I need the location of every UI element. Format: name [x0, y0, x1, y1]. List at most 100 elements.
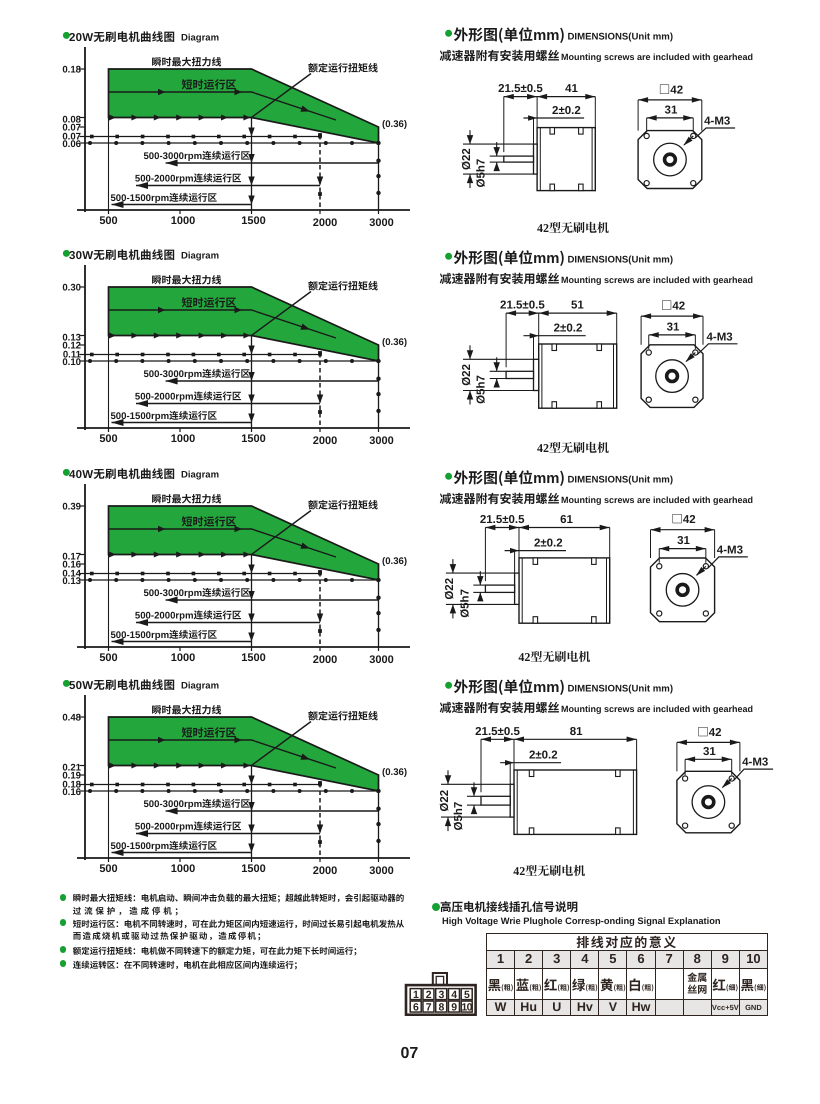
- svg-text:1500: 1500: [241, 863, 265, 875]
- svg-text:Diagram: Diagram: [181, 681, 219, 692]
- svg-text:9: 9: [451, 1001, 457, 1013]
- svg-text:□42: □42: [671, 511, 695, 527]
- svg-text:外形图(单位mm): 外形图(单位mm): [454, 24, 566, 45]
- svg-text:(0.36): (0.36): [382, 556, 407, 567]
- svg-text:瞬时最大扭力线: 瞬时最大扭力线: [152, 54, 222, 69]
- svg-text:7: 7: [426, 1001, 432, 1013]
- svg-text:短时运行区: 短时运行区: [182, 725, 237, 741]
- svg-text:1000: 1000: [171, 652, 195, 664]
- svg-text:81: 81: [570, 723, 583, 739]
- svg-text:500-2000rpm连续运行区: 500-2000rpm连续运行区: [135, 171, 242, 185]
- svg-text:31: 31: [665, 101, 678, 117]
- svg-text:500: 500: [99, 652, 117, 664]
- svg-text:减速器附有安装用螺丝: 减速器附有安装用螺丝: [440, 699, 560, 716]
- svg-text:0.17: 0.17: [62, 551, 81, 562]
- svg-text:Ø5h7: Ø5h7: [450, 802, 466, 831]
- svg-text:0.08: 0.08: [62, 114, 81, 125]
- svg-text:31: 31: [703, 743, 716, 759]
- svg-text:Ø5h7: Ø5h7: [473, 375, 489, 404]
- svg-text:2000: 2000: [313, 435, 337, 447]
- svg-text:4-M3: 4-M3: [717, 541, 743, 557]
- svg-text:0.10: 0.10: [62, 357, 81, 368]
- svg-text:500-1500rpm连续运行区: 500-1500rpm连续运行区: [110, 627, 217, 641]
- svg-text:500-1500rpm连续运行区: 500-1500rpm连续运行区: [110, 838, 217, 852]
- svg-text:DIMENSIONS(Unit mm): DIMENSIONS(Unit mm): [568, 475, 674, 486]
- svg-text:500-1500rpm连续运行区: 500-1500rpm连续运行区: [110, 408, 217, 422]
- svg-text:Diagram: Diagram: [181, 251, 219, 262]
- svg-text:Ø5h7: Ø5h7: [456, 589, 472, 618]
- svg-text:31: 31: [677, 532, 690, 548]
- svg-text:额定运行扭矩线: 额定运行扭矩线: [308, 278, 378, 293]
- svg-text:3000: 3000: [369, 865, 393, 877]
- svg-text:□42: □42: [697, 724, 721, 740]
- svg-text:6: 6: [413, 1001, 419, 1013]
- svg-text:50W无刷电机曲线图: 50W无刷电机曲线图: [69, 677, 175, 693]
- svg-text:Mounting screws are included w: Mounting screws are included with gearhe…: [561, 704, 753, 714]
- svg-text:1: 1: [413, 989, 419, 1001]
- svg-text:40W无刷电机曲线图: 40W无刷电机曲线图: [69, 466, 175, 482]
- svg-text:额定运行扭矩线: 额定运行扭矩线: [308, 497, 378, 512]
- svg-text:0.14: 0.14: [62, 569, 81, 580]
- svg-text:0.12: 0.12: [62, 340, 81, 351]
- svg-text:(0.36): (0.36): [382, 119, 407, 130]
- svg-text:□42: □42: [661, 298, 685, 314]
- svg-text:10: 10: [461, 1001, 472, 1013]
- svg-text:3000: 3000: [369, 435, 393, 447]
- svg-text:DIMENSIONS(Unit mm): DIMENSIONS(Unit mm): [568, 32, 674, 43]
- svg-text:500-3000rpm连续运行区: 500-3000rpm连续运行区: [143, 796, 250, 810]
- svg-text:额定运行扭矩线: 额定运行扭矩线: [308, 708, 378, 723]
- svg-text:2±0.2: 2±0.2: [552, 102, 581, 118]
- svg-text:500-3000rpm连续运行区: 500-3000rpm连续运行区: [143, 585, 250, 599]
- svg-text:5: 5: [464, 989, 470, 1001]
- svg-text:2000: 2000: [313, 654, 337, 666]
- svg-text:42型无刷电机: 42型无刷电机: [513, 862, 585, 879]
- svg-text:3000: 3000: [369, 654, 393, 666]
- svg-text:3000: 3000: [369, 217, 393, 229]
- svg-text:Mounting screws are included w: Mounting screws are included with gearhe…: [561, 275, 753, 285]
- svg-text:1000: 1000: [171, 863, 195, 875]
- svg-text:4-M3: 4-M3: [742, 754, 768, 770]
- svg-text:减速器附有安装用螺丝: 减速器附有安装用螺丝: [440, 270, 560, 287]
- svg-text:500-2000rpm连续运行区: 500-2000rpm连续运行区: [135, 819, 242, 833]
- svg-text:Ø22: Ø22: [458, 364, 474, 386]
- svg-text:外形图(单位mm): 外形图(单位mm): [454, 676, 566, 697]
- svg-text:0.18: 0.18: [62, 780, 81, 791]
- svg-text:31: 31: [667, 318, 680, 334]
- svg-text:2000: 2000: [313, 217, 337, 229]
- svg-text:1500: 1500: [241, 652, 265, 664]
- svg-text:0.13: 0.13: [62, 576, 81, 587]
- svg-text:DIMENSIONS(Unit mm): DIMENSIONS(Unit mm): [568, 255, 674, 266]
- svg-text:2000: 2000: [313, 865, 337, 877]
- svg-text:瞬时最大扭力线: 瞬时最大扭力线: [152, 272, 222, 287]
- svg-text:2±0.2: 2±0.2: [529, 747, 558, 763]
- svg-text:额定运行扭矩线: 额定运行扭矩线: [308, 60, 378, 75]
- svg-text:外形图(单位mm): 外形图(单位mm): [454, 467, 566, 488]
- svg-text:0.30: 0.30: [62, 282, 81, 293]
- svg-text:4: 4: [451, 989, 457, 1001]
- svg-text:21.5±0.5: 21.5±0.5: [498, 80, 543, 96]
- svg-text:(0.36): (0.36): [382, 767, 407, 778]
- svg-text:□42: □42: [659, 81, 683, 97]
- svg-text:0.07: 0.07: [62, 132, 81, 143]
- svg-text:短时运行区: 短时运行区: [182, 514, 237, 530]
- svg-text:0.21: 0.21: [62, 762, 81, 773]
- svg-text:0.39: 0.39: [62, 501, 81, 512]
- svg-text:2±0.2: 2±0.2: [534, 535, 563, 551]
- svg-text:61: 61: [560, 511, 573, 527]
- svg-text:21.5±0.5: 21.5±0.5: [500, 297, 545, 313]
- svg-text:1000: 1000: [171, 433, 195, 445]
- svg-text:30W无刷电机曲线图: 30W无刷电机曲线图: [69, 247, 175, 263]
- svg-text:500: 500: [99, 215, 117, 227]
- svg-text:Diagram: Diagram: [181, 470, 219, 481]
- svg-text:3: 3: [439, 989, 445, 1001]
- svg-text:0.06: 0.06: [62, 139, 81, 150]
- svg-text:短时运行区: 短时运行区: [182, 77, 237, 93]
- svg-text:4-M3: 4-M3: [704, 113, 730, 129]
- svg-text:Ø5h7: Ø5h7: [473, 159, 489, 188]
- svg-text:500-2000rpm连续运行区: 500-2000rpm连续运行区: [135, 608, 242, 622]
- svg-text:外形图(单位mm): 外形图(单位mm): [454, 247, 566, 268]
- svg-text:Diagram: Diagram: [181, 33, 219, 44]
- svg-text:瞬时最大扭力线: 瞬时最大扭力线: [152, 491, 222, 506]
- svg-text:减速器附有安装用螺丝: 减速器附有安装用螺丝: [440, 490, 560, 507]
- svg-text:0.07: 0.07: [62, 122, 81, 133]
